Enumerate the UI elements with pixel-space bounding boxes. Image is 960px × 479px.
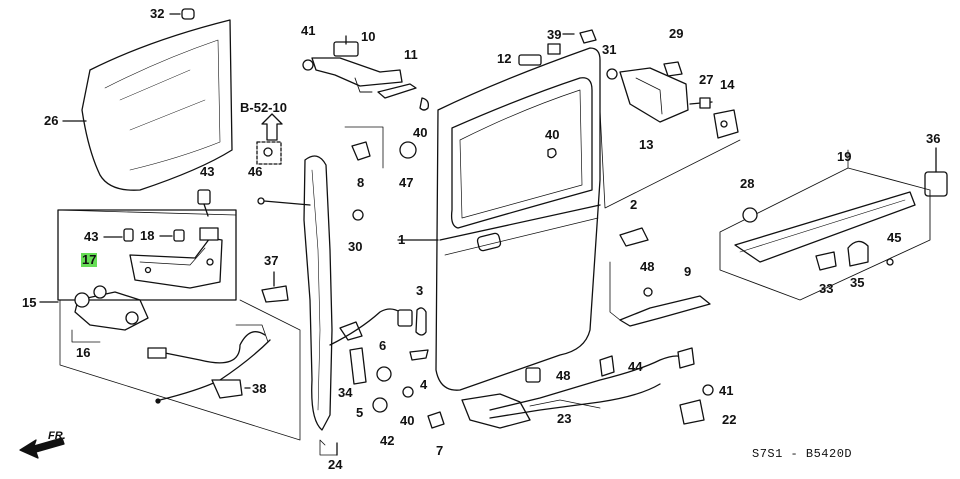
callout-40c: 40 (545, 127, 560, 142)
door-glass-26 (81, 19, 233, 191)
callout-4: 4 (420, 377, 428, 392)
callout-8: 8 (357, 175, 365, 190)
diagram-code: S7S1 - B5420D (752, 447, 853, 461)
callout-33: 33 (819, 281, 834, 296)
callout-43b: 43 (200, 164, 215, 179)
callout-6: 6 (379, 338, 387, 353)
callout-13: 13 (639, 137, 654, 152)
callout-30: 30 (348, 239, 363, 254)
callout-42: 42 (380, 433, 395, 448)
reference-label: B-52-10 (240, 100, 287, 115)
callout-45: 45 (887, 230, 902, 245)
callout-35: 35 (850, 275, 865, 290)
roller-box-15 (57, 209, 237, 301)
callout-28: 28 (740, 176, 755, 191)
callout-24: 24 (328, 457, 343, 472)
sliding-door-1 (435, 47, 601, 391)
callout-40: 40 (413, 125, 428, 140)
callout-1: 1 (398, 232, 406, 247)
callout-14: 14 (720, 77, 735, 92)
roller-17 (74, 291, 149, 331)
callout-47: 47 (399, 175, 414, 190)
callout-12: 12 (497, 51, 512, 66)
upper-hinge-10 (311, 57, 403, 87)
callout-34: 34 (338, 385, 353, 400)
front-direction-label: FR. (48, 430, 66, 442)
callout-44: 44 (628, 359, 643, 374)
callout-27: 27 (699, 72, 714, 87)
callout-37: 37 (264, 253, 279, 268)
callout-11: 11 (404, 47, 418, 62)
center-hinge-13 (619, 67, 689, 123)
callout-36: 36 (926, 131, 941, 146)
callout-10: 10 (361, 29, 376, 44)
callout-17-highlighted: 17 (81, 252, 98, 267)
callout-15: 15 (22, 295, 37, 310)
callout-19: 19 (837, 149, 852, 164)
callout-38: 38 (252, 381, 267, 396)
callout-9: 9 (684, 264, 692, 279)
callout-31: 31 (602, 42, 617, 57)
callout-46: 46 (248, 164, 263, 179)
callout-39: 39 (547, 27, 562, 42)
callout-48b: 48 (556, 368, 571, 383)
callout-29: 29 (669, 26, 684, 41)
callout-48: 48 (640, 259, 655, 274)
callout-43: 43 (84, 229, 99, 244)
callout-22: 22 (722, 412, 737, 427)
callout-26: 26 (44, 113, 59, 128)
callout-16: 16 (76, 345, 91, 360)
callout-3: 3 (416, 283, 424, 298)
callout-18: 18 (140, 228, 155, 243)
callout-41: 41 (301, 23, 316, 38)
callout-32: 32 (150, 6, 165, 21)
callout-23: 23 (557, 411, 572, 426)
callout-2: 2 (630, 197, 638, 212)
weatherstrip-24 (303, 155, 333, 431)
callout-40b: 40 (400, 413, 415, 428)
callout-5: 5 (356, 405, 364, 420)
lock-actuator-23 (461, 393, 531, 429)
callout-7: 7 (436, 443, 444, 458)
callout-41b: 41 (719, 383, 734, 398)
